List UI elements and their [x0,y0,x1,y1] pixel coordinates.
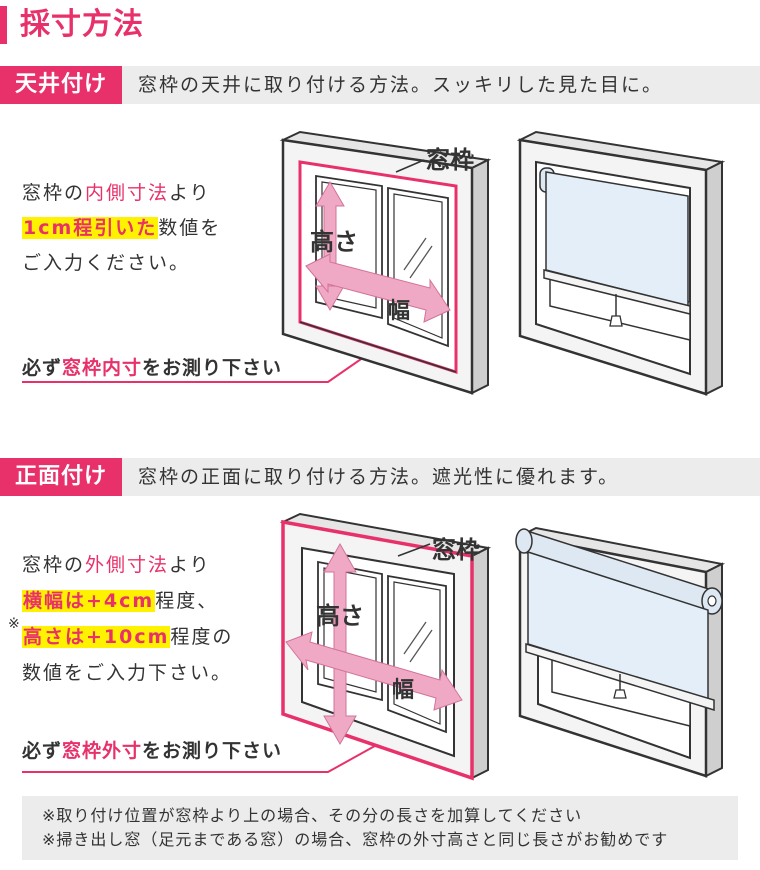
ceiling-description: 窓枠の天井に取り付ける方法。スッキリした見た目に。 [138,74,664,96]
outer-dimension-text: 外側寸法 [85,554,170,576]
text-segment: をお測り下さい [142,740,283,762]
ceiling-tag: 天井付け [0,66,122,104]
ceiling-section-header: 天井付け 窓枠の天井に取り付ける方法。スッキリした見た目に。 [0,66,760,104]
inner-frame-text: 窓枠内寸 [62,357,143,379]
ceiling-height-label: 高さ [310,228,358,256]
highlight-width-plus-4cm: 横幅は+4cm [22,590,156,612]
text-segment: をお測り下さい [142,357,283,379]
text-segment: 必ず [22,357,63,379]
front-description: 窓枠の正面に取り付ける方法。遮光性に優れます。 [138,466,620,488]
front-section-header: 正面付け 窓枠の正面に取り付ける方法。遮光性に優れます。 [0,458,760,496]
text-segment: より [169,182,211,204]
front-instruction-line3: 高さは+10cm程度の [22,620,233,655]
outer-frame-text: 窓枠外寸 [62,740,143,762]
ceiling-instruction-line3: ご入力ください。 [22,252,191,274]
page-title-bar: 採寸方法 [0,6,760,44]
text-segment: 窓枠の [22,554,86,576]
ceiling-diagram [22,130,726,396]
note-line-2: ※掃き出し窓（足元まである窓）の場合、窓枠の外寸高さと同じ長さがお勧めです [42,830,669,849]
ceiling-width-label: 幅 [388,299,411,324]
text-segment: より [169,554,211,576]
front-diagram [22,512,726,781]
text-segment: 程度の [170,626,234,648]
ceiling-instruction-line1: 窓枠の内側寸法より [22,176,211,211]
front-instruction-line1: 窓枠の外側寸法より [22,548,211,583]
notes-box: ※取り付け位置が窓枠より上の場合、その分の長さを加算してください ※掃き出し窓（… [22,796,738,860]
page-title: 採寸方法 [20,7,144,42]
front-tag: 正面付け [0,458,122,496]
front-instruction-line2: 横幅は+4cm程度、 [22,584,218,619]
ceiling-frame-label: 窓枠 [426,146,474,174]
front-height-label: 高さ [316,602,364,630]
highlight-height-plus-10cm: 高さは+10cm [22,626,171,648]
ceiling-must-measure: 必ず窓枠内寸をお測り下さい [22,353,282,380]
ceiling-instruction-line2: 1cm程引いた数値を [22,211,221,246]
front-width-label: 幅 [392,678,415,703]
text-segment: 数値を [158,217,222,239]
front-frame-label: 窓枠 [432,536,480,564]
front-instruction-line4: 数値をご入力下さい。 [22,662,233,684]
text-segment: 必ず [22,740,63,762]
text-segment: 程度、 [155,590,219,612]
highlight-minus-1cm: 1cm程引いた [22,217,159,239]
text-segment: 窓枠の [22,182,86,204]
inner-dimension-text: 内側寸法 [85,182,170,204]
front-must-measure: 必ず窓枠外寸をお測り下さい [22,736,282,763]
title-accent-bar [0,6,7,44]
note-line-1: ※取り付け位置が窓枠より上の場合、その分の長さを加算してください [42,806,583,825]
note-mark: ※ [8,616,20,632]
